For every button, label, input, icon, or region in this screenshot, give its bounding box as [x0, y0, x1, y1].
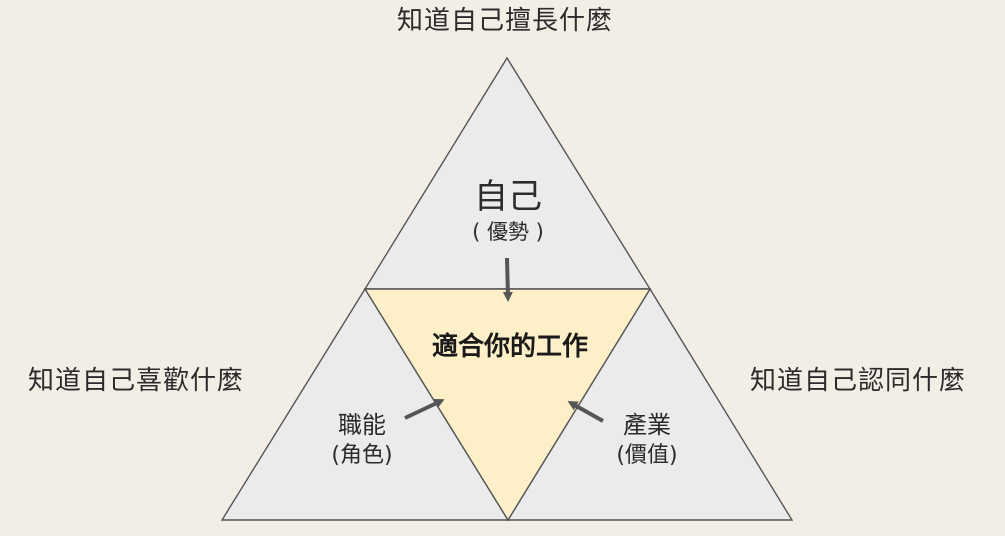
arrow-from-industry	[567, 401, 604, 423]
self-subtitle: ( 優勢 )	[472, 220, 544, 244]
role-title: 職能	[338, 411, 386, 439]
role-subtitle: (角色)	[331, 443, 393, 468]
arrow-from-role	[404, 399, 445, 420]
outer-label-left: 知道自己喜歡什麼	[28, 366, 245, 396]
outer-label-top: 知道自己擅長什麼	[396, 6, 613, 36]
self-title: 自己	[474, 177, 542, 217]
arrow-from-self	[502, 257, 513, 302]
industry-subtitle: (價值)	[616, 443, 678, 468]
outer-label-right: 知道自己認同什麼	[750, 366, 967, 396]
center-job-title: 適合你的工作	[431, 332, 589, 362]
industry-title: 產業	[623, 411, 671, 439]
top-triangle-self	[363, 56, 652, 290]
